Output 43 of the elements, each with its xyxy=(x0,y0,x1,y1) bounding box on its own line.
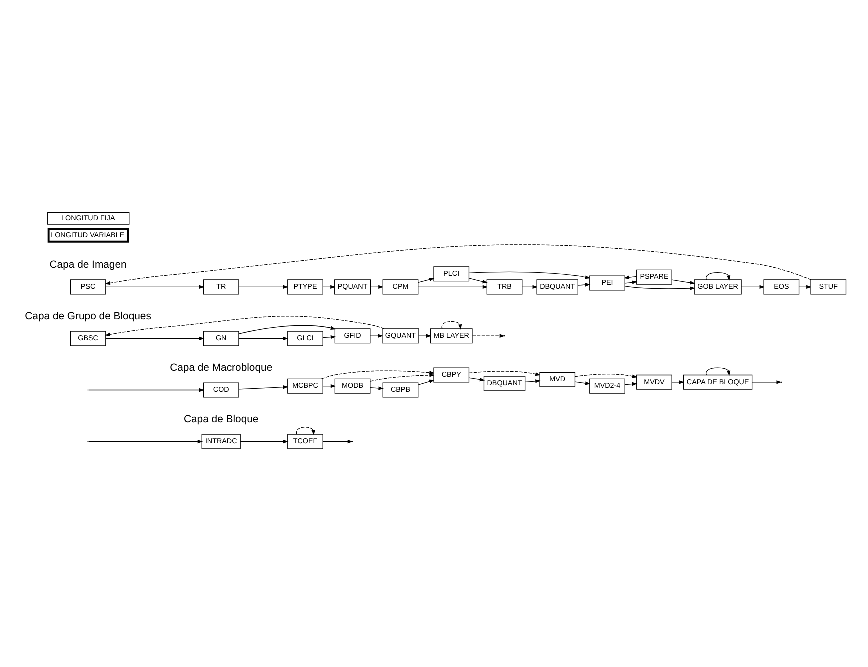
arrow xyxy=(468,278,488,284)
arrow xyxy=(706,368,731,376)
arrow xyxy=(469,371,541,376)
arrow xyxy=(525,380,541,384)
label: Capa de Grupo de Bloques xyxy=(25,312,152,323)
arrow xyxy=(575,374,638,378)
arrow xyxy=(625,286,696,290)
arrow xyxy=(468,378,486,382)
arrow xyxy=(105,244,812,286)
arrow xyxy=(472,334,506,338)
arrow xyxy=(578,283,591,287)
arrow xyxy=(370,374,435,382)
arrow xyxy=(468,272,591,280)
label: Capa de Macrobloque xyxy=(170,363,273,374)
arrow xyxy=(238,386,289,390)
label: Capa de Imagen xyxy=(50,260,127,272)
arrow xyxy=(88,440,204,444)
arrow xyxy=(624,382,638,386)
arrow xyxy=(574,382,591,386)
arrow xyxy=(238,325,336,334)
arrow xyxy=(106,285,205,290)
arrow xyxy=(296,427,316,436)
arrow xyxy=(240,440,289,444)
arrow xyxy=(442,321,462,330)
arrow xyxy=(624,276,637,280)
arrow xyxy=(238,336,289,341)
arrow xyxy=(238,285,289,290)
arrow xyxy=(741,285,766,290)
arrow xyxy=(370,386,384,390)
arrow xyxy=(672,280,696,285)
arrow xyxy=(418,278,435,284)
arrow xyxy=(322,335,336,340)
arrow xyxy=(106,336,205,341)
arrow xyxy=(522,285,538,290)
label: Capa de Bloque xyxy=(184,414,259,426)
arrow xyxy=(418,380,435,386)
arrow xyxy=(322,440,354,444)
arrow xyxy=(418,285,488,290)
arrow xyxy=(752,380,782,384)
arrow xyxy=(321,370,435,380)
arrow xyxy=(624,280,638,284)
arrow xyxy=(88,388,205,392)
arrow xyxy=(706,272,731,281)
